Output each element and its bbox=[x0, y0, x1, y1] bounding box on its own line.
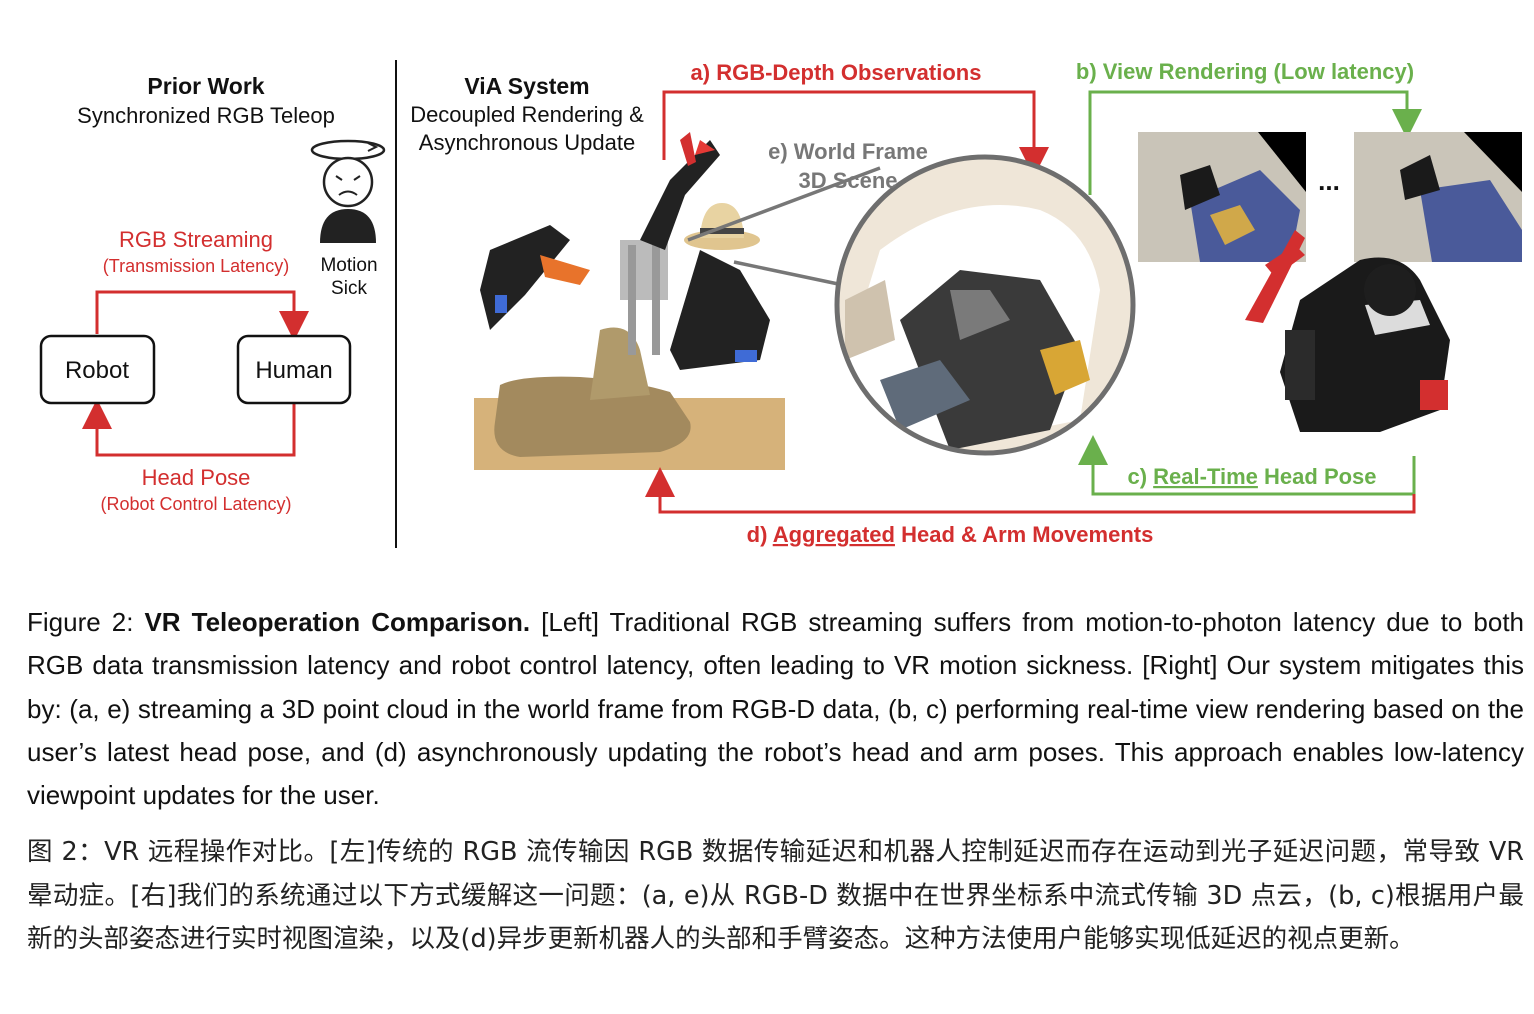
figure-title: VR Teleoperation Comparison. bbox=[144, 607, 531, 637]
robot-box bbox=[39, 334, 156, 405]
rgb-depth-arrow bbox=[662, 90, 1049, 177]
vr-user-photo bbox=[1245, 230, 1450, 432]
right-panel: ViA System Decoupled Rendering & Asynchr… bbox=[410, 59, 1522, 547]
zoom-line-bottom bbox=[733, 260, 844, 287]
caption-body: [Left] Traditional RGB streaming suffers… bbox=[27, 607, 1524, 811]
ellipsis-label: ... bbox=[1318, 166, 1340, 196]
world-frame-label: e) World Frame bbox=[768, 139, 928, 164]
view-rendering-arrow bbox=[1088, 90, 1422, 195]
head-pose-arrow bbox=[82, 399, 296, 457]
zoom-line-top bbox=[687, 166, 881, 242]
left-panel: Prior Work Synchronized RGB Teleop RGB S… bbox=[39, 73, 386, 514]
via-subtitle-2: Asynchronous Update bbox=[419, 130, 635, 155]
head-pose-label: Head Pose bbox=[142, 465, 251, 490]
rgb-depth-label: a) RGB-Depth Observations bbox=[691, 60, 982, 85]
rendered-view bbox=[1138, 132, 1306, 262]
caption-english: Figure 2: VR Teleoperation Comparison. [… bbox=[27, 601, 1524, 817]
figure-number: Figure 2: bbox=[27, 607, 134, 637]
human-label: Human bbox=[255, 357, 332, 384]
teleoperation-figure: Prior Work Synchronized RGB Teleop RGB S… bbox=[39, 59, 1522, 548]
view-rendering-label: b) View Rendering (Low latency) bbox=[1076, 59, 1414, 84]
rendered-view bbox=[1354, 132, 1522, 262]
robot-label: Robot bbox=[65, 357, 129, 384]
prior-work-subtitle: Synchronized RGB Teleop bbox=[77, 103, 335, 128]
rgb-streaming-label: RGB Streaming bbox=[119, 227, 273, 252]
aggregated-movement-label: d) Aggregated Head & Arm Movements bbox=[747, 522, 1154, 547]
transmission-latency-label: (Transmission Latency) bbox=[103, 256, 289, 276]
sick-label: Sick bbox=[331, 278, 367, 299]
point-cloud-view bbox=[834, 154, 1136, 456]
real-time-head-pose-label: c) Real-Time Head Pose bbox=[1127, 464, 1376, 489]
dizzy-face-icon bbox=[310, 139, 386, 243]
aggregated-movement-arrow bbox=[645, 467, 1416, 514]
3d-scene-label: 3D Scene bbox=[798, 168, 897, 193]
human-box bbox=[236, 334, 352, 405]
via-subtitle-1: Decoupled Rendering & bbox=[410, 102, 644, 127]
caption-chinese: 图 2：VR 远程操作对比。[左]传统的 RGB 流传输因 RGB 数据传输延迟… bbox=[27, 837, 1524, 954]
rgb-stream-arrow bbox=[95, 290, 309, 341]
motion-label: Motion bbox=[320, 255, 377, 276]
head-pose-green-arrow bbox=[1078, 435, 1416, 496]
robot-photo bbox=[474, 132, 785, 470]
prior-work-title: Prior Work bbox=[147, 73, 264, 99]
robot-control-latency-label: (Robot Control Latency) bbox=[100, 494, 291, 514]
via-system-title: ViA System bbox=[464, 73, 589, 99]
